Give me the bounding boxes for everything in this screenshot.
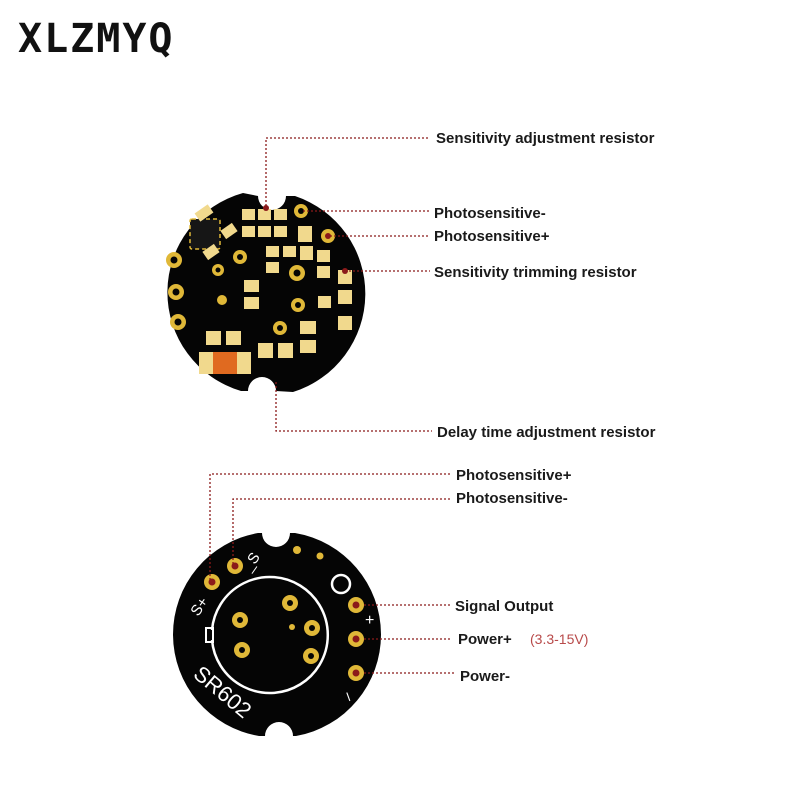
smd-pad [338, 290, 352, 304]
bottom-board-outline [173, 533, 381, 736]
label-sensitivity-trimming: Sensitivity trimming resistor [434, 264, 637, 281]
small-via [293, 546, 301, 554]
top-board: Sensitivity adjustment resistor Photosen… [166, 130, 656, 441]
smd-pad [258, 209, 271, 220]
label-sensitivity-adjustment: Sensitivity adjustment resistor [436, 130, 655, 147]
smd-pad [242, 226, 255, 237]
small-via [289, 624, 295, 630]
small-via [316, 552, 324, 560]
label-photosensitive-minus-bottom: Photosensitive- [456, 490, 568, 507]
ic-chip [189, 218, 221, 250]
bottom-leader-lines [209, 473, 455, 674]
smd-pad [338, 270, 352, 284]
label-signal-output: Signal Output [455, 598, 553, 615]
smd-component [202, 243, 220, 261]
silkscreen-ring [210, 575, 330, 695]
top-leader-lines [265, 137, 432, 432]
smd-pad [242, 209, 255, 220]
silkscreen-circle-marker [330, 573, 352, 595]
smd-component [220, 222, 238, 240]
label-photosensitive-minus-top: Photosensitive- [434, 205, 546, 222]
label-power-minus: Power- [460, 668, 510, 685]
smd-pad [278, 343, 293, 358]
label-photosensitive-plus-bottom: Photosensitive+ [456, 467, 572, 484]
leader-dot [342, 268, 348, 274]
smd-pad [244, 297, 259, 309]
smd-pad [258, 226, 271, 237]
smd-pad [318, 296, 331, 308]
leader-dot [263, 205, 269, 211]
smd-pad [300, 340, 316, 353]
smd-pad [266, 262, 279, 273]
smd-component [194, 204, 214, 222]
label-power-plus-range: (3.3-15V) [530, 631, 588, 647]
smd-pad [226, 331, 241, 345]
bottom-board: S+ _S + – SR602 Photosensitive+ Photosen… [173, 467, 588, 736]
smd-pad [266, 246, 279, 257]
via [217, 295, 227, 305]
smd-pad [258, 343, 273, 358]
smd-pad [317, 250, 330, 262]
smd-pad [300, 246, 313, 260]
brand-title: XLZMYQ [18, 16, 175, 62]
smd-pad [338, 316, 352, 330]
smd-pad [206, 331, 221, 345]
smd-pad [317, 266, 330, 278]
label-power-plus: Power+ [458, 631, 512, 648]
smd-pad [283, 246, 296, 257]
smd-pad [274, 226, 287, 237]
smd-pad [274, 209, 287, 220]
silk-plus: + [365, 612, 374, 629]
smd-pad [300, 321, 316, 334]
label-delay-time: Delay time adjustment resistor [437, 424, 656, 441]
smd-pad [298, 226, 312, 242]
smd-pad [244, 280, 259, 292]
label-photosensitive-plus-top: Photosensitive+ [434, 228, 550, 245]
